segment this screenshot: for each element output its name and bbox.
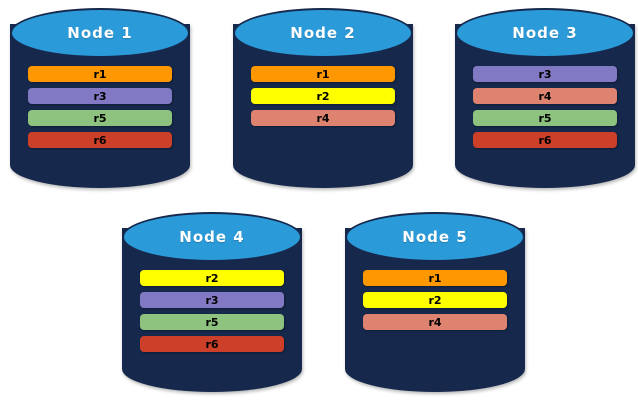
- replica-bar[interactable]: r6: [140, 336, 284, 352]
- replica-bar[interactable]: r1: [251, 66, 395, 82]
- cylinder-top-ellipse: [122, 212, 302, 262]
- replica-bar[interactable]: r3: [473, 66, 617, 82]
- replica-bar[interactable]: r6: [473, 132, 617, 148]
- replica-list: r1 r2 r4: [233, 66, 413, 126]
- replica-bar[interactable]: r4: [473, 88, 617, 104]
- replica-bar[interactable]: r5: [28, 110, 172, 126]
- cylinder-top-ellipse: [345, 212, 525, 262]
- cylinder-top-ellipse: [10, 8, 190, 58]
- replica-bar[interactable]: r1: [28, 66, 172, 82]
- replica-list: r1 r3 r5 r6: [10, 66, 190, 148]
- cylinder-top-ellipse: [233, 8, 413, 58]
- replica-list: r1 r2 r4: [345, 270, 525, 330]
- replica-bar[interactable]: r3: [28, 88, 172, 104]
- replica-bar[interactable]: r3: [140, 292, 284, 308]
- replica-bar[interactable]: r4: [251, 110, 395, 126]
- replica-list: r2 r3 r5 r6: [122, 270, 302, 352]
- replica-bar[interactable]: r5: [473, 110, 617, 126]
- cylinder-top-ellipse: [455, 8, 635, 58]
- replica-bar[interactable]: r1: [363, 270, 507, 286]
- replica-bar[interactable]: r2: [363, 292, 507, 308]
- replica-bar[interactable]: r2: [251, 88, 395, 104]
- replica-bar[interactable]: r5: [140, 314, 284, 330]
- replica-bar[interactable]: r4: [363, 314, 507, 330]
- replica-list: r3 r4 r5 r6: [455, 66, 635, 148]
- replica-bar[interactable]: r2: [140, 270, 284, 286]
- replica-bar[interactable]: r6: [28, 132, 172, 148]
